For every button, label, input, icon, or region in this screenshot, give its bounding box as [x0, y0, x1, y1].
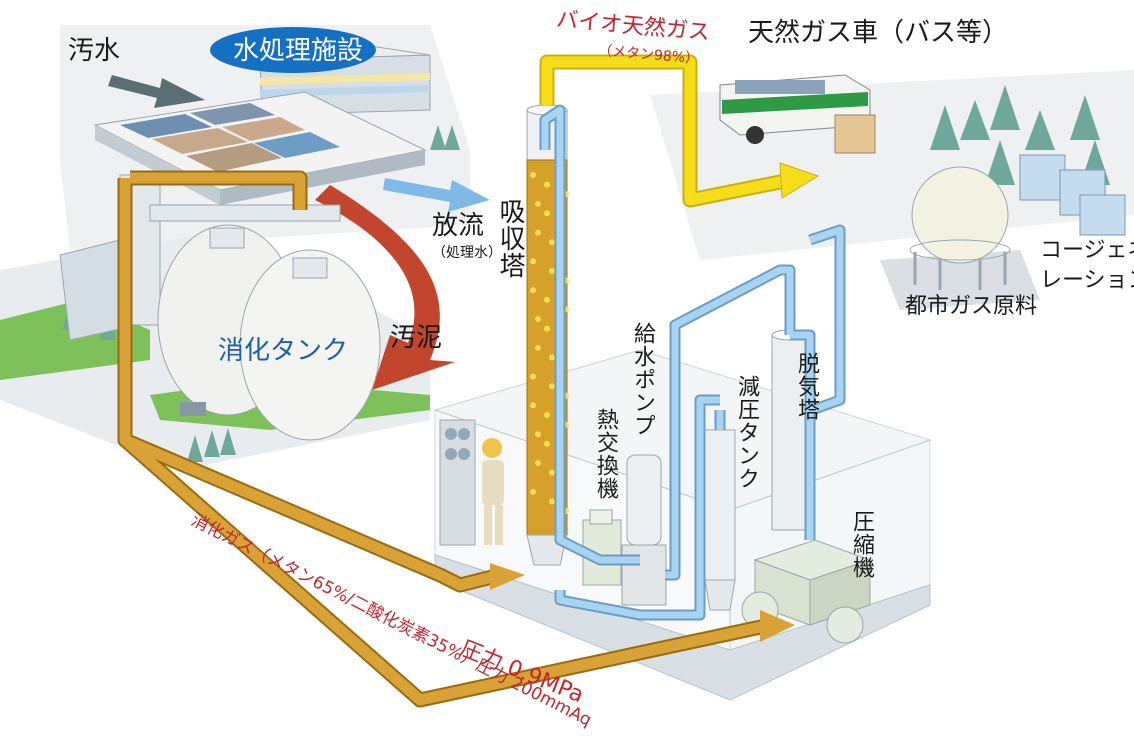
label-cogeneration-1: コージェネ — [1040, 238, 1134, 263]
worker-figure — [482, 438, 504, 545]
label-city-gas: 都市ガス原料 — [905, 294, 1038, 319]
water-treatment-badge — [210, 27, 376, 73]
label-degassing-tower: 脱気塔 — [794, 352, 819, 421]
bubble — [549, 354, 555, 361]
gas-arrowhead-tower — [490, 563, 525, 590]
label-discharge-sub: （処理水） — [432, 245, 502, 261]
bubble — [544, 210, 550, 217]
bubble — [549, 498, 555, 505]
label-natural-gas-vehicle: 天然ガス車（バス等） — [748, 18, 1009, 48]
label-heat-exchanger: 熱交換機 — [593, 408, 618, 500]
bubble — [549, 239, 555, 246]
bubble — [535, 431, 541, 438]
label-discharge: 放流 — [432, 211, 485, 241]
bubble — [530, 373, 536, 380]
bubble — [535, 200, 541, 207]
decompression-tank — [704, 429, 736, 611]
bubble — [530, 258, 536, 265]
label-absorption-tower: 吸収塔 — [495, 198, 525, 279]
bubble — [544, 325, 550, 332]
bubble — [530, 488, 536, 495]
discharge-arrow — [383, 178, 490, 212]
label-cogeneration-2: レーション — [1040, 268, 1134, 293]
bubble — [544, 440, 550, 447]
bubble — [530, 287, 536, 294]
bubble — [535, 344, 541, 351]
bubble — [535, 460, 541, 466]
biogas-pipe — [539, 54, 792, 208]
gas-arrowhead-compressor — [760, 610, 795, 642]
biogas-arrowhead — [779, 162, 820, 199]
heat-exchanger — [582, 509, 622, 586]
compressor — [741, 539, 872, 644]
bubble — [544, 181, 550, 188]
sludge-arrow — [315, 185, 455, 390]
label-digestion-tank: 消化タンク — [218, 336, 349, 366]
sewage-inflow-arrow — [108, 75, 205, 108]
label-decompression-tank: 減圧タンク — [734, 375, 759, 490]
bubble — [530, 172, 536, 178]
cogeneration-units — [1019, 154, 1126, 236]
bubble — [535, 229, 541, 236]
water-pipes — [539, 104, 846, 621]
bubble — [549, 469, 555, 476]
label-sewage: 汚水 — [68, 36, 121, 66]
bubble — [544, 412, 550, 418]
bubble — [549, 383, 555, 390]
bubble — [535, 316, 541, 322]
feed-pump — [621, 454, 667, 606]
digestion-gas-pipes — [117, 170, 772, 708]
city-gas-sphere — [909, 166, 1011, 290]
label-water-treatment: 水処理施設 — [233, 36, 364, 66]
label-feed-pump: 給水ポンプ — [630, 322, 655, 437]
label-compressor: 圧縮機 — [849, 510, 874, 579]
label-sludge: 汚泥 — [390, 323, 443, 353]
natural-gas-bus — [719, 74, 876, 154]
bubble — [549, 268, 555, 274]
bubble — [530, 402, 536, 409]
bubble — [544, 296, 550, 303]
